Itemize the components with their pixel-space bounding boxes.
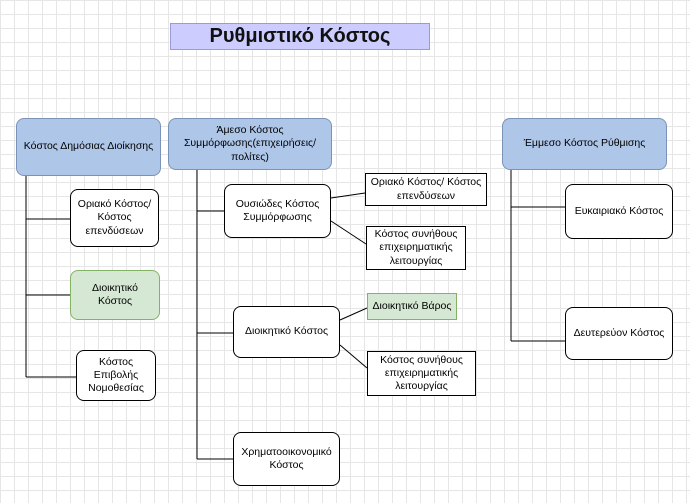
header-indirect-regulation-cost: Έμμεσο Κόστος Ρύθμισης bbox=[502, 118, 667, 170]
connector bbox=[330, 220, 367, 245]
node-substantive-compliance-cost: Ουσιώδες Κόστος Συμμόρφωσης bbox=[224, 184, 331, 238]
node-business-as-usual-cost-2: Κόστος συνήθους επιχειρηματικής λειτουργ… bbox=[367, 351, 476, 396]
node-administrative-cost-2: Διοικητικό Κόστος bbox=[233, 306, 340, 358]
diagram-title: Ρυθμιστικό Κόστος bbox=[170, 23, 430, 50]
node-enforcement-cost: Κόστος Επιβολής Νομοθεσίας bbox=[76, 350, 156, 401]
node-administrative-cost: Διοικητικό Κόστος bbox=[70, 270, 160, 320]
node-marginal-investment-cost-2: Οριακό Κόστος/ Κόστος επενδύσεων bbox=[365, 173, 487, 206]
node-secondary-cost: Δευτερεύον Κόστος bbox=[565, 307, 673, 360]
connector bbox=[330, 192, 366, 199]
node-marginal-investment-cost: Οριακό Κόστος/ Κόστος επενδύσεων bbox=[70, 189, 159, 247]
connector bbox=[339, 344, 368, 369]
node-financial-cost: Χρηματοοικονομικό Κόστος bbox=[233, 432, 340, 486]
node-business-as-usual-cost: Κόστος συνήθους επιχειρηματικής λειτουργ… bbox=[366, 226, 466, 270]
header-direct-compliance-cost: Άμεσο Κόστος Συμμόρφωσης(επιχειρήσεις/πο… bbox=[168, 118, 332, 170]
connector bbox=[339, 307, 368, 321]
header-public-administration-cost: Κόστος Δημόσιας Διοίκησης bbox=[16, 118, 161, 176]
node-administrative-burden: Διοικητικό Βάρος bbox=[367, 293, 457, 320]
node-opportunity-cost: Ευκαιριακό Κόστος bbox=[565, 184, 673, 239]
